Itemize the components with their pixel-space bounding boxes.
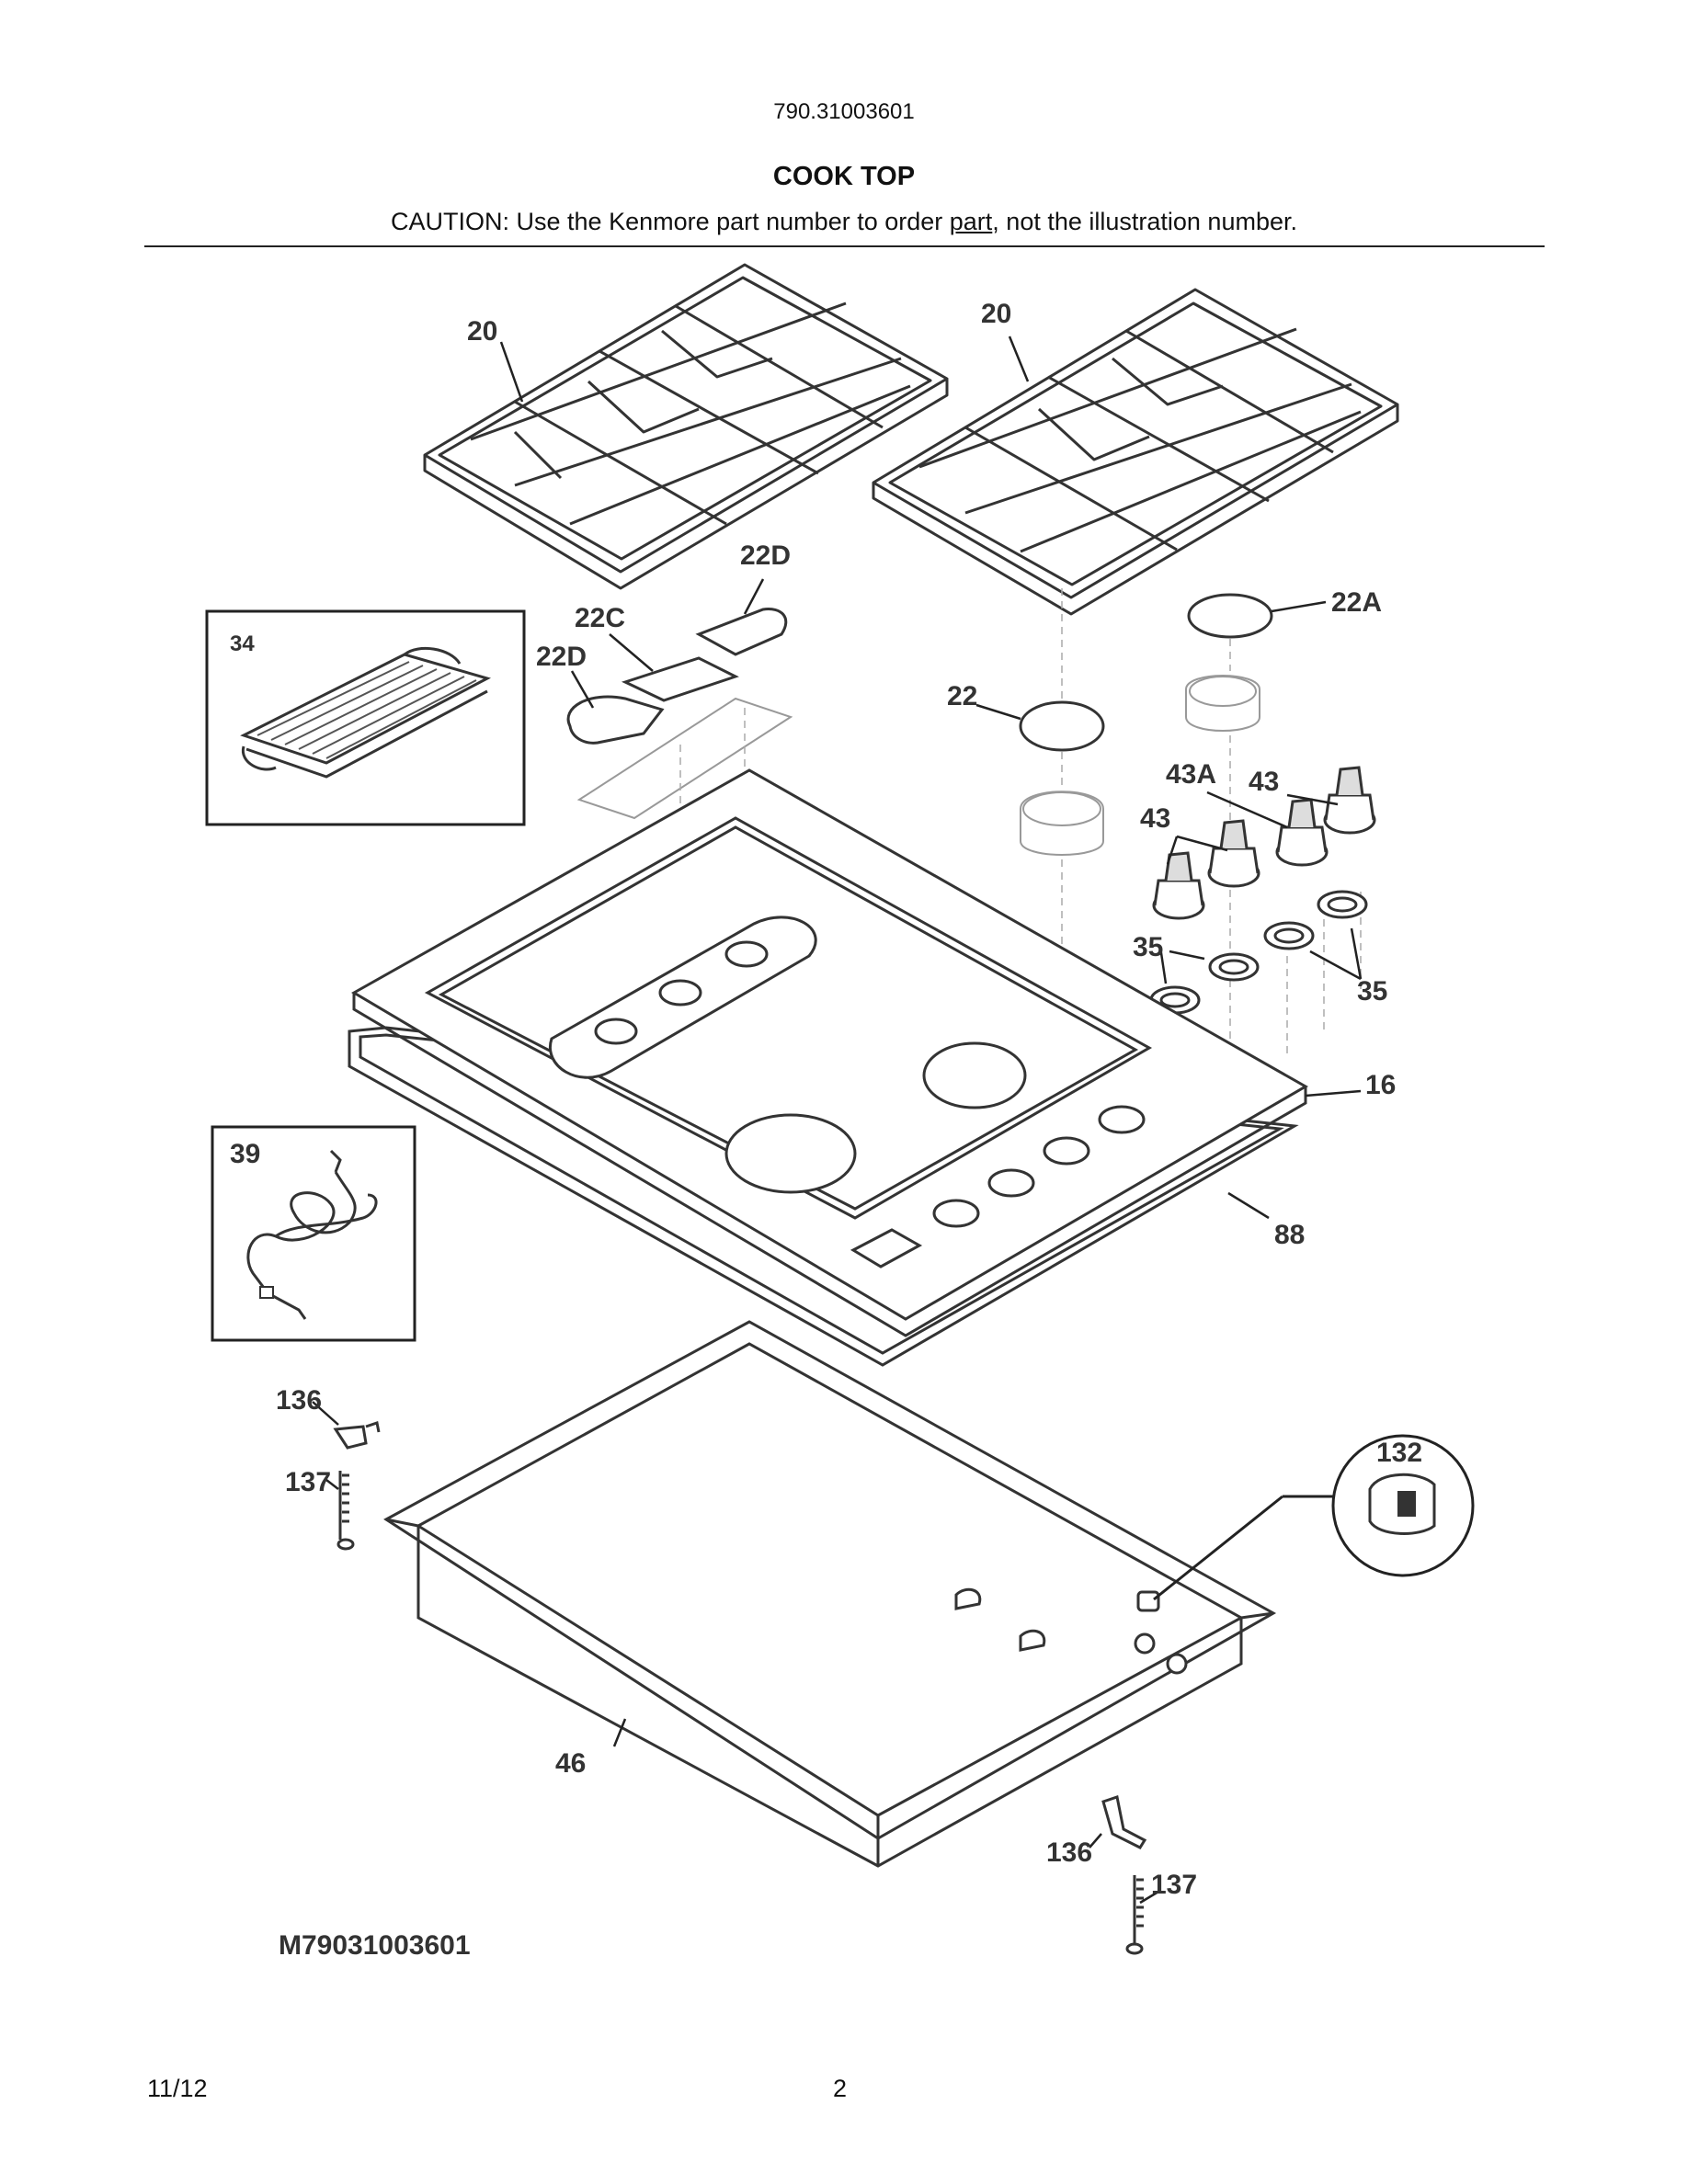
caution-part-link: part <box>949 208 993 235</box>
callout-burner-box: 46 <box>555 1748 586 1779</box>
grate-left <box>423 263 949 590</box>
callout-power-cord: 39 <box>230 1139 260 1169</box>
grate-right <box>872 288 1399 616</box>
callout-clip: 132 <box>1376 1438 1422 1468</box>
power-cord-inset <box>211 1125 416 1342</box>
bracket-left <box>333 1421 381 1450</box>
callout-screw-left: 137 <box>285 1467 331 1497</box>
callout-griddle-cover-left: 22D <box>536 642 587 672</box>
callout-griddle-cover-right: 22D <box>740 540 791 571</box>
knob-4 <box>1323 766 1376 835</box>
callout-bezel-left: 35 <box>1133 932 1163 962</box>
screw-left <box>336 1471 355 1551</box>
caution-prefix: CAUTION: Use the Kenmore part number to … <box>391 208 950 235</box>
footer-page-number: 2 <box>833 2075 848 2102</box>
knob-1 <box>1152 851 1205 920</box>
bracket-right <box>1101 1795 1147 1849</box>
griddle-inset <box>205 609 526 826</box>
knobs <box>1152 766 1376 920</box>
caution-note: CAUTION: Use the Kenmore part number to … <box>0 208 1688 236</box>
burner-box <box>383 1320 1277 1868</box>
page-header: 790.31003601 COOK TOP CAUTION: Use the K… <box>0 0 1688 257</box>
callout-bracket-right: 136 <box>1046 1837 1092 1868</box>
griddle-covers <box>566 608 788 745</box>
burner-caps <box>1019 593 1273 752</box>
callout-bracket-left: 136 <box>276 1385 322 1416</box>
section-title: COOK TOP <box>772 162 916 191</box>
caution-suffix: , not the illustration number. <box>992 208 1297 235</box>
callout-knob-43a: 43A <box>1166 759 1216 790</box>
callout-griddle-cover-center: 22C <box>575 603 625 633</box>
callout-burner-cap-right: 22A <box>1331 587 1382 618</box>
callout-cooktop: 16 <box>1365 1070 1396 1100</box>
burner-heads <box>576 675 1260 856</box>
clip-inset <box>1153 1434 1475 1601</box>
leader-lines <box>312 336 1363 1905</box>
gasket <box>348 1026 1299 1367</box>
screw-right <box>1125 1875 1144 1955</box>
diagram-code: M79031003601 <box>279 1930 471 1961</box>
footer-date: 11/12 <box>147 2075 208 2102</box>
callout-burner-cap: 22 <box>947 681 977 711</box>
callout-gasket: 88 <box>1274 1220 1305 1250</box>
bezels <box>1149 890 1368 1015</box>
callout-screw-right: 137 <box>1151 1870 1197 1900</box>
knob-3 <box>1275 798 1329 867</box>
header-rule <box>144 245 1545 247</box>
callout-bezel-right: 35 <box>1357 976 1387 1007</box>
callout-knob-43-upper: 43 <box>1249 767 1279 797</box>
callout-grate-right: 20 <box>981 299 1011 329</box>
knob-2 <box>1207 819 1260 888</box>
callout-knob-43-pair: 43 <box>1140 803 1170 834</box>
model-number: 790.31003601 <box>773 99 915 124</box>
callout-grate-left: 20 <box>467 316 497 347</box>
cooktop <box>350 768 1309 1337</box>
callout-griddle: 34 <box>230 631 255 656</box>
